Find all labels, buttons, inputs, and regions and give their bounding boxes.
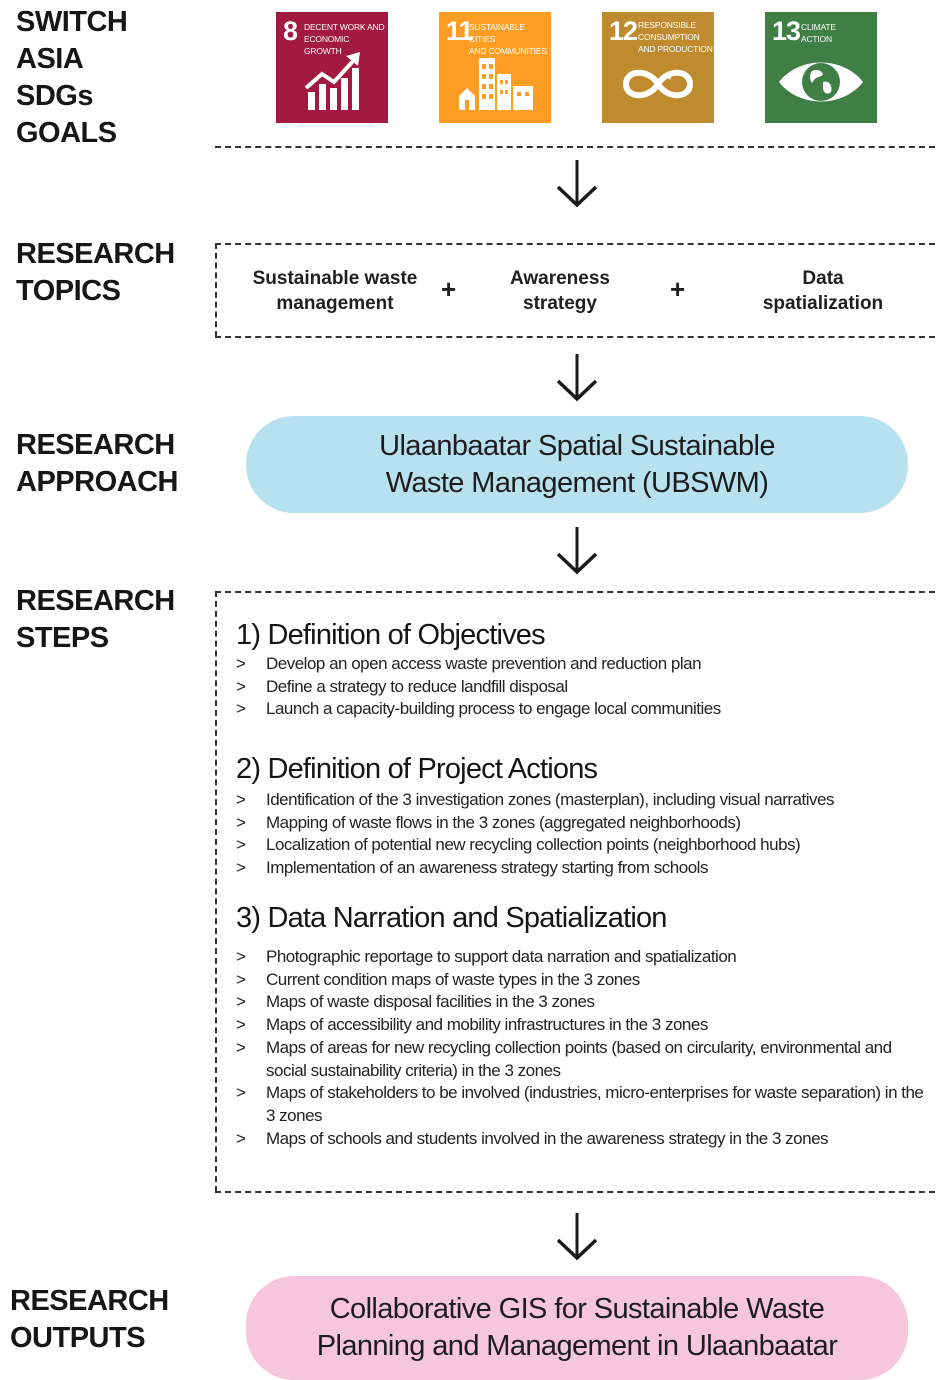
list-item: >Photographic reportage to support data … [236,947,737,966]
list-item: >Maps of accessibility and mobility infr… [236,1015,708,1035]
topics-box-bottom-edge [215,336,935,338]
steps-box-bottom-edge [215,1191,935,1193]
step-1-list: >Develop an open access waste prevention… [236,653,926,721]
steps-box-left-edge [215,591,217,1192]
research-outputs-pill: Collaborative GIS for Sustainable Waste … [246,1276,908,1380]
step-1-title: 1) Definition of Objectives [236,619,546,651]
list-item: >Maps of stakeholders to be involved (in… [236,1083,924,1125]
plus-icon: + [670,274,686,304]
list-item: >Launch a capacity-building process to e… [236,699,721,719]
step-3-list: >Photographic reportage to support data … [236,946,926,1150]
topics-box-left-edge [215,243,217,337]
plus-icon: + [441,274,457,304]
list-item: >Maps of schools and students involved i… [236,1128,829,1148]
list-item: >Develop an open access waste prevention… [236,654,702,673]
sdg-divider-dashed-line [215,146,935,148]
down-arrow-icon [556,160,598,208]
list-item: >Mapping of waste flows in the 3 zones (… [236,812,741,832]
city-buildings-icon [459,58,533,110]
list-item: >Maps of areas for new recycling collect… [236,1037,892,1080]
list-item: >Identification of the 3 investigation z… [236,790,834,809]
step-2-list: >Identification of the 3 investigation z… [236,789,926,880]
list-item: >Define a strategy to reduce landfill di… [236,676,568,696]
down-arrow-icon [556,1213,598,1261]
eye-globe-icon [779,62,863,102]
step-2-title: 2) Definition of Project Actions [236,753,598,785]
down-arrow-icon [556,354,598,402]
list-item: >Localization of potential new recycling… [236,835,801,855]
growth-chart-icon [304,52,360,110]
sdg-number: 11 [446,16,474,46]
infinity-icon [622,69,694,99]
list-item: >Maps of waste disposal facilities in th… [236,992,595,1012]
topics-box-top-edge [215,243,935,245]
research-approach-pill: Ulaanbaatar Spatial Sustainable Waste Ma… [246,416,908,513]
step-3-title: 3) Data Narration and Spatialization [236,902,667,934]
sdg-number: 12 [609,16,638,46]
list-item: >Implementation of an awareness strategy… [236,858,708,878]
steps-box-top-edge [215,591,935,593]
list-item: >Current condition maps of waste types i… [236,969,640,989]
down-arrow-icon [556,527,598,575]
sdg-number: 13 [772,16,801,46]
sdg-number: 8 [283,16,298,46]
